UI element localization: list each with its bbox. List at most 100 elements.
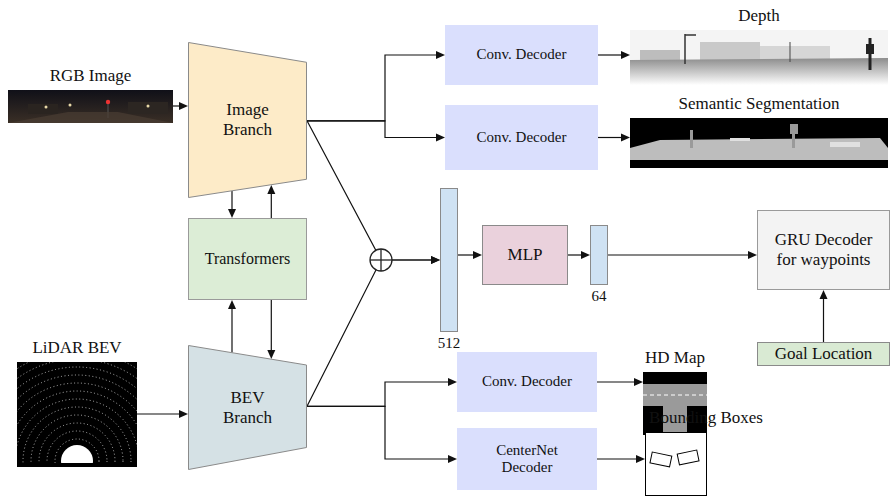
decoder-box: CenterNet Decoder: [457, 428, 597, 490]
node-label: MLP: [508, 245, 543, 265]
connector: [820, 290, 828, 342]
sum-symbol: [370, 249, 392, 271]
arrow-head: [448, 455, 457, 463]
connector: [228, 300, 236, 352]
connector-line: [307, 121, 431, 260]
node-label: HD Map: [563, 348, 787, 368]
decoder-box: Conv. Decoder: [445, 25, 598, 85]
connector: [307, 51, 445, 121]
node-label: Transformers: [205, 250, 291, 268]
decoder-box: GRU Decoder for waypoints: [757, 210, 890, 290]
arrow-head: [431, 256, 440, 264]
trapezoid-shape: [189, 346, 307, 470]
connector-line: [598, 54, 621, 55]
node-label: Goal Location: [775, 344, 873, 364]
connector-line: [173, 105, 179, 106]
feature-vector: 64: [590, 225, 608, 305]
connector: [598, 134, 630, 142]
arrow-head: [820, 290, 828, 299]
output-image: Depth: [630, 6, 888, 85]
connector-line: [568, 254, 581, 255]
arrow-head: [179, 410, 188, 418]
thumbnail-image: [630, 118, 888, 168]
arrow-head: [431, 256, 440, 264]
connector-line: [271, 300, 272, 350]
thumbnail-image: [645, 432, 707, 496]
decoder-box: Conv. Decoder: [457, 352, 597, 412]
node-label: LiDAR BEV: [0, 338, 217, 358]
connector-line: [307, 406, 448, 459]
connector: [608, 251, 757, 259]
arrow-head: [267, 185, 275, 194]
thumbnail-image: [17, 362, 137, 467]
arrow-head: [267, 350, 275, 359]
node-label: Depth: [550, 6, 894, 26]
connector: [173, 102, 188, 110]
connector: [307, 378, 457, 406]
connector: [458, 251, 482, 259]
decoder-box: Conv. Decoder: [445, 105, 598, 170]
sum-symbol-bar: [380, 249, 381, 271]
node-label: CenterNet Decoder: [481, 442, 573, 477]
output-image: Semantic Segmentation: [630, 94, 888, 168]
connector-line: [597, 458, 636, 459]
connector-line: [231, 191, 232, 209]
connector-line: [231, 309, 232, 352]
vector-bar: [590, 225, 608, 285]
arrow-head: [436, 51, 445, 59]
mlp-box: MLP: [482, 225, 568, 285]
arrow-head: [473, 251, 482, 259]
connector-line: [307, 121, 436, 138]
connector: [228, 191, 236, 218]
arrow-head: [581, 251, 590, 259]
connector: [568, 251, 590, 259]
connector-line: [271, 194, 272, 218]
node-label: GRU Decoder for waypoints: [768, 230, 880, 269]
node-label: Conv. Decoder: [482, 373, 572, 390]
connector-line: [307, 382, 448, 406]
connector: [267, 300, 275, 359]
connector: [598, 51, 630, 59]
node-label: 64: [550, 288, 648, 305]
connector-line: [823, 299, 824, 342]
encoder-branch: BEV Branch: [188, 345, 307, 470]
transformer-box: Transformers: [188, 218, 307, 300]
node-label: Image Branch: [212, 100, 284, 139]
node-label: Conv. Decoder: [477, 46, 567, 63]
node-label: Bounding Boxes: [595, 408, 817, 428]
input-box: Goal Location: [757, 342, 890, 366]
connector: [597, 455, 645, 463]
connector: [307, 121, 445, 142]
arrow-head: [621, 51, 630, 59]
node-label: Semantic Segmentation: [550, 94, 894, 114]
input-image: LiDAR BEV: [17, 338, 137, 467]
connector-line: [307, 55, 436, 121]
encoder-branch: Image Branch: [188, 42, 307, 198]
node-label: 512: [400, 335, 498, 352]
thumbnail-image: [630, 30, 888, 85]
trapezoid-shape: [189, 43, 307, 198]
node-label: Conv. Decoder: [477, 129, 567, 146]
arrow-head: [228, 209, 236, 218]
arrow-head: [448, 378, 457, 386]
connector-line: [608, 254, 748, 255]
connector: [597, 378, 643, 386]
input-image: RGB Image: [8, 66, 173, 123]
connector: [137, 410, 188, 418]
connector: [307, 256, 440, 406]
thumbnail-image: [8, 90, 173, 123]
arrow-head: [621, 134, 630, 142]
output-image: Bounding Boxes: [645, 408, 707, 496]
connector-line: [458, 254, 473, 255]
feature-vector: 512: [440, 188, 458, 352]
arrow-head: [228, 300, 236, 309]
arrow-head: [748, 251, 757, 259]
connector-line: [598, 137, 621, 138]
connector-line: [597, 381, 634, 382]
arrow-head: [436, 134, 445, 142]
arrow-head: [636, 455, 645, 463]
connector: [307, 121, 440, 264]
vector-bar: [440, 188, 458, 332]
arrow-head: [634, 378, 643, 386]
